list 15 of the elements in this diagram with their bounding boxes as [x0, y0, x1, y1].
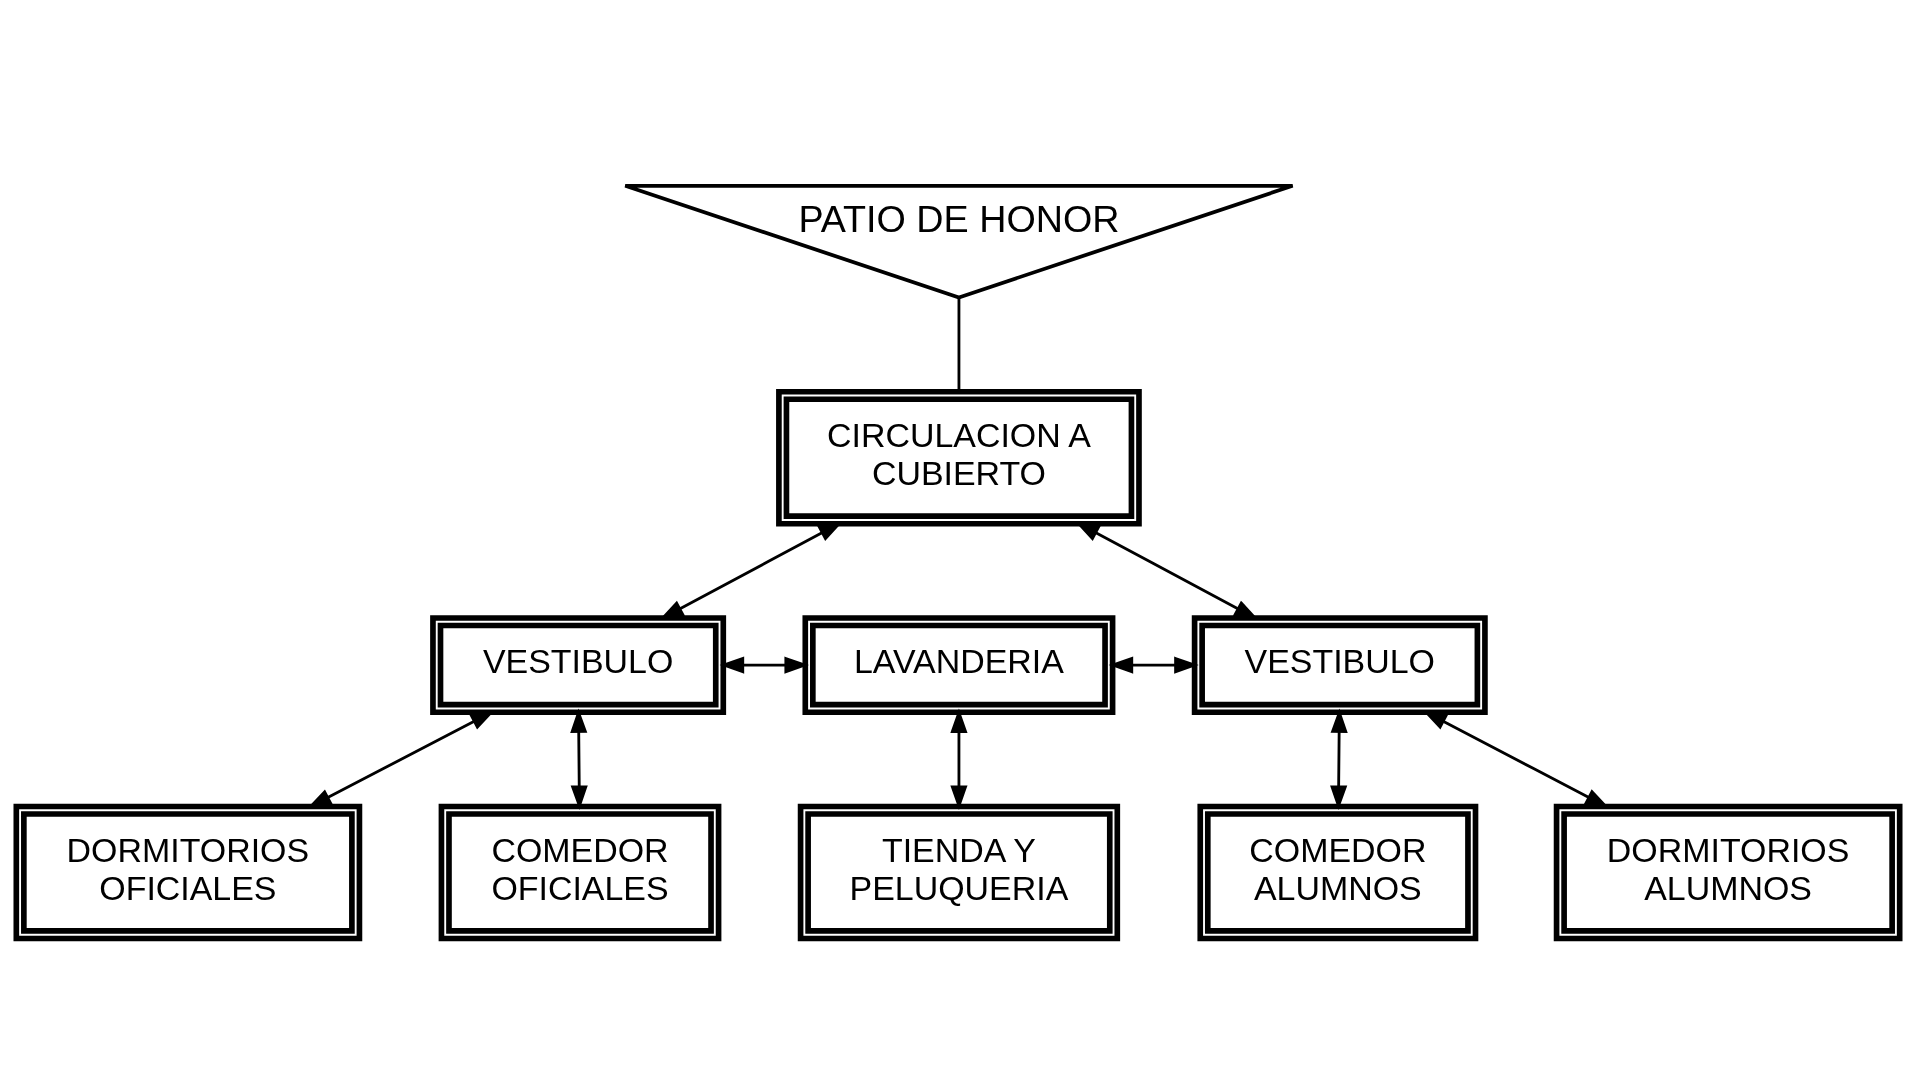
node-box: DORMITORIOS OFICIALES	[13, 803, 363, 942]
node-box: TIENDA Y PELUQUERIA	[797, 803, 1121, 942]
arrow	[1108, 656, 1199, 674]
node-box: COMEDOR ALUMNOS	[1197, 803, 1479, 942]
node-box: DORMITORIOS ALUMNOS	[1553, 803, 1903, 942]
arrow	[719, 656, 809, 674]
connector	[957, 297, 961, 392]
node-box: COMEDOR OFICIALES	[438, 803, 722, 942]
node-box: LAVANDERIA	[802, 615, 1116, 716]
arrow	[1330, 708, 1348, 811]
arrow	[950, 708, 968, 811]
node-box: VESTIBULO	[430, 615, 727, 716]
arrow	[570, 708, 588, 811]
node-box: CIRCULACION A CUBIERTO	[776, 388, 1142, 527]
node-box: VESTIBULO	[1191, 615, 1488, 716]
